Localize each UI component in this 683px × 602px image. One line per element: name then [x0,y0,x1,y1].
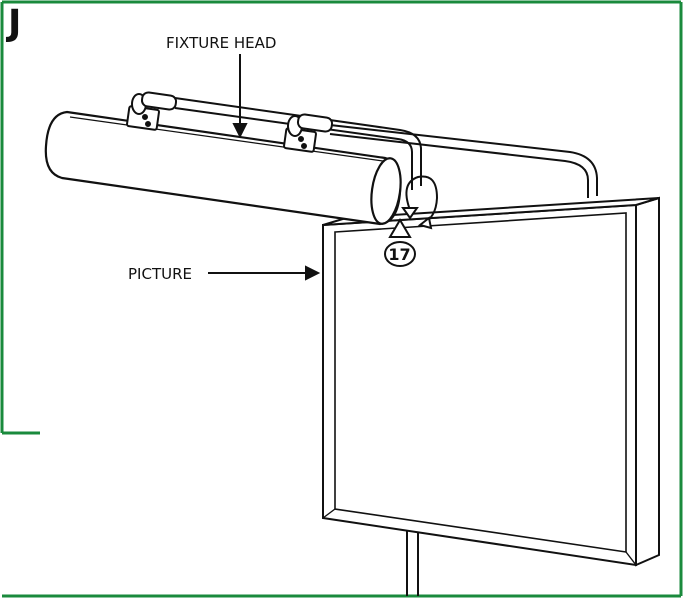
mounting-arms [174,97,598,198]
picture-label: PICTURE [128,265,192,283]
knuckle-left [126,91,178,131]
fixture-head [44,110,402,226]
picture-frame [322,196,660,567]
fixture-head-label: FIXTURE HEAD [166,34,277,52]
rotate-arrow-icon [401,175,439,230]
knuckle-right [283,113,334,153]
callout-number: 17 [388,245,411,264]
picture-leader [208,265,321,281]
step-letter: J [8,3,22,44]
power-cord [406,530,419,596]
callout-pointer [388,218,412,238]
fixture-head-leader [232,54,248,139]
callout-circle [384,241,416,267]
